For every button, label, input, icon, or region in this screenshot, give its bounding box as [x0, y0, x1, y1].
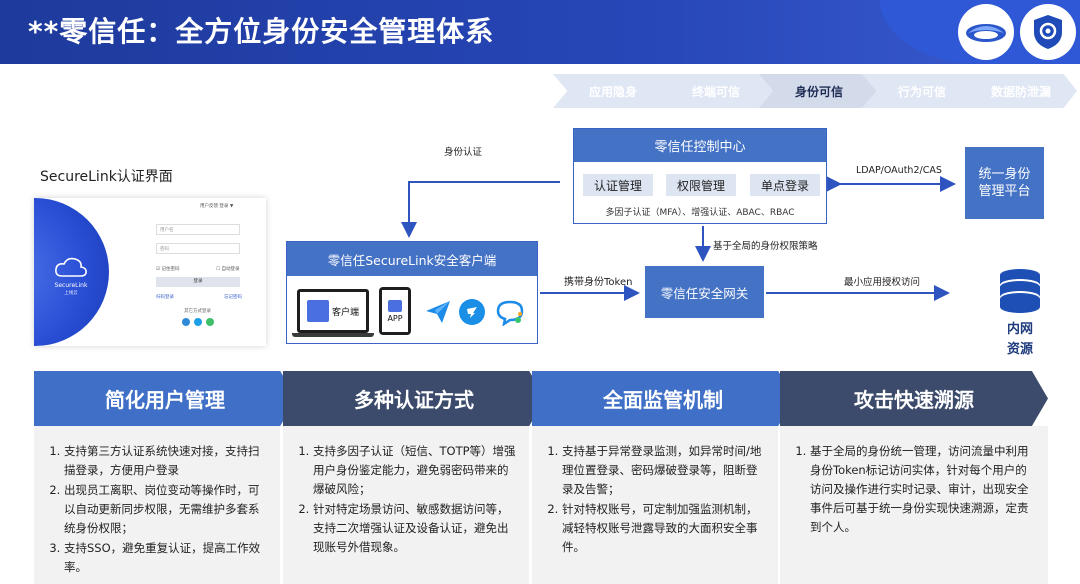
dingtalk-icon	[459, 299, 485, 325]
chip-permission-management: 权限管理	[666, 174, 736, 196]
token-label: 携带身份Token	[564, 277, 633, 288]
banner-attack-trace: 攻击快速溯源	[780, 371, 1048, 426]
feishu-small-icon[interactable]	[182, 318, 190, 326]
card2-item: 针对特定场景访问、敏感数据访问等，支持二次增强认证及设备认证，避免出现账号外借现…	[313, 500, 519, 557]
min-auth-label: 最小应用授权访问	[844, 277, 921, 288]
card-user-management: 支持第三方认证系统快速对接，支持扫描登录，方便用户登录 出现员工离职、岗位变动等…	[34, 426, 280, 584]
other-login-label: 其它方式登录	[184, 309, 211, 314]
dingtalk-small-icon[interactable]	[194, 318, 202, 326]
card1-item: 支持第三方认证系统快速对接，支持扫描登录，方便用户登录	[64, 442, 270, 480]
securelink-brand: SecureLink	[54, 282, 88, 289]
securelink-brand-sub: 上线云	[64, 291, 78, 296]
remember-password-checkbox[interactable]: ☑ 记住密码	[156, 267, 180, 272]
laptop-icon: 客户端	[297, 289, 369, 333]
intranet-resource-label: 内网 资源	[1006, 322, 1033, 357]
username-field[interactable]: 用户名	[156, 224, 240, 235]
login-button[interactable]: 登录	[156, 277, 240, 287]
shield-logo-icon	[1020, 4, 1076, 60]
auto-login-label: 自动登录	[221, 267, 240, 272]
card4-item: 基于全局的身份统一管理，访问流量中利用身份Token标记访问实体，针对每个用户的…	[810, 442, 1038, 537]
qr-login-link[interactable]: 扫码登录	[156, 295, 174, 300]
unified-identity-platform: 统一身份 管理平台	[965, 147, 1044, 219]
security-gateway: 零信任安全网关	[645, 266, 764, 318]
eagle-logo-icon	[958, 4, 1014, 60]
arrow-identity-auth	[401, 181, 560, 238]
card3-item: 针对特权账号，可定制加强监测机制，减轻特权账号泄露导致的大面积安全事件。	[562, 500, 768, 557]
page-title: **零信任：全方位身份安全管理体系	[28, 15, 495, 48]
card1-item: 出现员工离职、岗位变动等操作时，可以自动更新同步权限，无需维护多套系统身份权限；	[64, 481, 270, 538]
client-title: 零信任SecureLink安全客户端	[287, 242, 537, 276]
auto-login-checkbox[interactable]: ☐ 自动登录	[216, 267, 240, 272]
step-identity-trust: 身份可信	[759, 74, 879, 108]
control-center-note: 多因子认证（MFA）、增强认证、ABAC、RBAC	[605, 208, 795, 218]
laptop-label: 客户端	[331, 307, 359, 318]
step-app-stealth: 应用隐身	[553, 74, 673, 108]
control-center-box: 零信任控制中心 认证管理 权限管理 单点登录 多因子认证（MFA）、增强认证、A…	[573, 128, 827, 224]
chip-sso: 单点登录	[750, 174, 820, 196]
step-terminal-trust: 终端可信	[656, 74, 776, 108]
banner-monitoring: 全面监管机制	[532, 371, 794, 426]
card-monitoring: 支持基于异常登录监测，如异常时间/地理位置登录、密码爆破登录等，阻断登录及告警；…	[532, 426, 778, 584]
remember-label: 记住密码	[161, 267, 180, 272]
forgot-password-link[interactable]: 忘记密码	[224, 295, 242, 300]
control-center-title: 零信任控制中心	[574, 129, 826, 162]
policy-label: 基于全局的身份权限策略	[713, 241, 818, 252]
password-field[interactable]: 密码	[156, 243, 240, 254]
securelink-top-links[interactable]: 用户反馈 登录 ▼	[200, 204, 234, 209]
database-icon	[998, 268, 1042, 318]
wechat-small-icon[interactable]	[206, 318, 214, 326]
card3-item: 支持基于异常登录监测，如异常时间/地理位置登录、密码爆破登录等，阻断登录及告警；	[562, 442, 768, 499]
app-cloud-icon	[306, 300, 329, 322]
card1-item: 支持SSO，避免重复认证，提高工作效率。	[64, 539, 270, 577]
securelink-window: SecureLink 上线云 用户反馈 登录 ▼ 用户名 密码 ☑ 记住密码 ☐…	[34, 198, 266, 346]
banner-auth-methods: 多种认证方式	[283, 371, 545, 426]
chip-auth-management: 认证管理	[583, 174, 653, 196]
card-attack-trace: 基于全局的身份统一管理，访问流量中利用身份Token标记访问实体，针对每个用户的…	[780, 426, 1048, 584]
step-behavior-trust: 行为可信	[862, 74, 982, 108]
chat-app-icon	[496, 300, 524, 330]
card-auth-methods: 支持多因子认证（短信、TOTP等）增强用户身份鉴定能力，避免弱密码带来的爆破风险…	[283, 426, 529, 584]
cloud-icon	[54, 256, 88, 282]
phone-label: APP	[387, 313, 403, 323]
identity-auth-label: 身份认证	[444, 147, 483, 158]
laptop-base	[292, 333, 374, 337]
card2-item: 支持多因子认证（短信、TOTP等）增强用户身份鉴定能力，避免弱密码带来的爆破风险…	[313, 442, 519, 499]
step-data-leak-prevention: 数据防泄漏	[965, 74, 1077, 108]
securelink-caption: SecureLink认证界面	[40, 169, 173, 185]
feishu-icon	[425, 300, 451, 328]
flow-connectors	[401, 176, 956, 301]
client-box: 零信任SecureLink安全客户端 客户端 APP	[286, 241, 538, 344]
banner-user-management: 简化用户管理	[34, 371, 296, 426]
ldap-label: LDAP/OAuth2/CAS	[856, 165, 942, 176]
phone-icon: APP	[379, 287, 411, 335]
phone-app-icon	[388, 299, 402, 312]
